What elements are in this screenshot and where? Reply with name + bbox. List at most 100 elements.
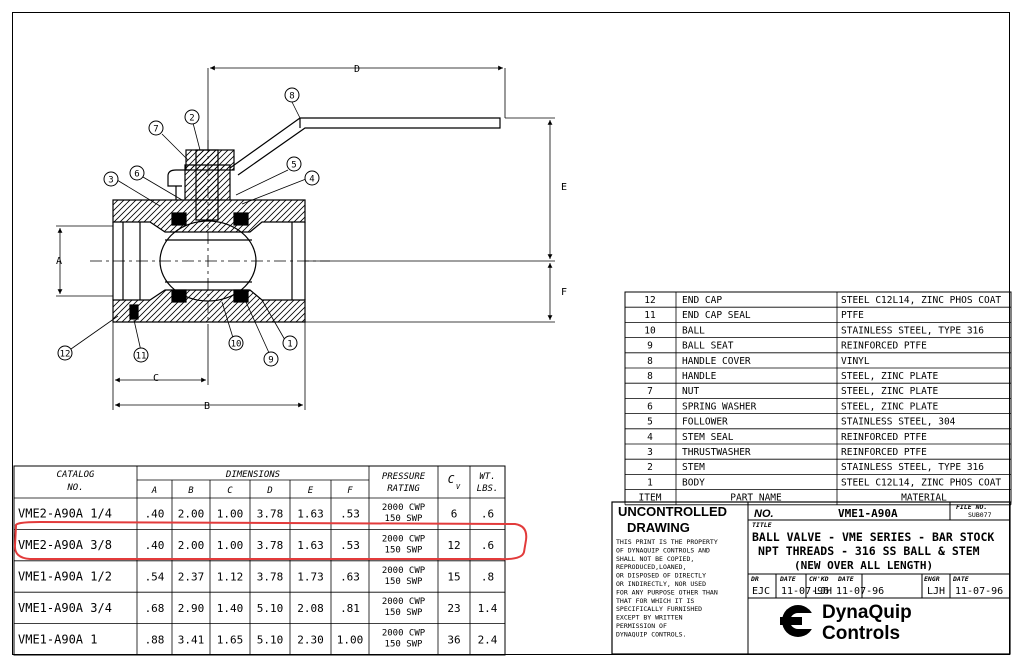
- date1-value: 11-07-96: [781, 586, 829, 597]
- balloon-7: 7: [148, 120, 164, 136]
- engr-value: LJH: [927, 586, 945, 597]
- dim-col-b: B: [188, 486, 194, 496]
- dim-letter-b: B: [204, 401, 210, 412]
- drawing-label: DRAWING: [627, 520, 690, 535]
- balloon-9: 9: [263, 351, 279, 367]
- catalog-no-header: NO.: [66, 483, 83, 493]
- header-item: ITEM: [639, 493, 662, 504]
- handle-lever: [229, 117, 501, 176]
- cv-subscript: V: [456, 483, 461, 491]
- dim-value-b: 3.41: [178, 633, 205, 646]
- weight-value: .6: [481, 508, 494, 521]
- weight-value: 1.4: [478, 602, 498, 615]
- part-name: FOLLOWER: [682, 417, 728, 428]
- part-item: 6: [647, 401, 653, 412]
- file-no-value: SUB077: [968, 511, 992, 519]
- part-material: VINYL: [841, 356, 870, 367]
- no-label: NO.: [754, 508, 774, 520]
- disclaimer-line: OF DYNAQUIP CONTROLS AND: [616, 546, 710, 554]
- dim-value-b: 2.37: [178, 571, 205, 584]
- pressure-swp: 150 SWP: [385, 545, 424, 555]
- disclaimer-line: DYNAQUIP CONTROLS.: [616, 630, 686, 638]
- part-material: STAINLESS STEEL, TYPE 316: [841, 325, 984, 336]
- pressure-swp: 150 SWP: [385, 514, 424, 524]
- part-material: STEEL, ZINC PLATE: [841, 386, 939, 397]
- disclaimer-line: SHALL NOT BE COPIED,: [616, 555, 694, 563]
- pressure-swp: 150 SWP: [385, 608, 424, 618]
- dim-value-d: 3.78: [257, 539, 284, 552]
- cv-value: 6: [451, 508, 458, 521]
- part-material: STEEL C12L14, ZINC PHOS COAT: [841, 477, 1001, 488]
- pressure-swp: 150 SWP: [385, 577, 424, 587]
- catalog-header: CATALOG: [57, 470, 96, 480]
- disclaimer-line: THAT FOR WHICH IT IS: [616, 597, 694, 605]
- disclaimer-line: EXCEPT BY WRITTEN: [616, 614, 683, 622]
- title-line-1: BALL VALVE - VME SERIES - BAR STOCK: [752, 530, 994, 544]
- dim-value-a: .40: [145, 539, 165, 552]
- chkd-label: CH'KD: [809, 575, 829, 583]
- catalog-number: VME2-A90A 1/4: [18, 507, 112, 521]
- uncontrolled-label: UNCONTROLLED: [618, 504, 727, 519]
- part-material: STEEL C12L14, ZINC PHOS COAT: [841, 295, 1001, 306]
- balloon-number: 8: [289, 92, 294, 102]
- dim-col-f: F: [347, 486, 353, 496]
- dim-value-c: 1.65: [217, 633, 244, 646]
- dimension-lines: [56, 65, 555, 410]
- balloon-6: 6: [129, 165, 145, 181]
- dim-letter-c: C: [153, 373, 159, 384]
- ball-seat-top-left: [171, 212, 187, 226]
- balloon-1: 1: [282, 335, 298, 351]
- title-block: UNCONTROLLED DRAWING THIS PRINT IS THE P…: [611, 501, 1011, 655]
- balloon-number: 4: [309, 175, 314, 185]
- date3-value: 11-07-96: [955, 586, 1003, 597]
- dr-label: DR: [750, 575, 759, 583]
- cv-header: C: [448, 473, 455, 486]
- part-item: 1: [647, 477, 653, 488]
- balloon-4: 4: [304, 170, 320, 186]
- pressure-cwp: 2000 CWP: [382, 597, 426, 607]
- weight-value: 2.4: [478, 633, 498, 646]
- title-line-3: (NEW OVER ALL LENGTH): [794, 559, 933, 572]
- ball-seat-bottom-right: [233, 289, 249, 303]
- part-name: BALL SEAT: [682, 341, 734, 352]
- part-item: 3: [647, 447, 653, 458]
- part-name: STEM SEAL: [682, 432, 734, 443]
- disclaimer-line: FOR ANY PURPOSE OTHER THAN: [616, 588, 718, 596]
- disclaimer-line: PERMISSION OF: [616, 622, 667, 630]
- part-item: 10: [644, 325, 656, 336]
- cv-value: 12: [447, 539, 460, 552]
- dim-value-b: 2.90: [178, 602, 205, 615]
- date2-value: 11-07-96: [836, 586, 884, 597]
- file-no-label: FILE NO.: [956, 503, 987, 511]
- balloon-number: 10: [231, 340, 242, 350]
- dim-value-f: .53: [340, 508, 360, 521]
- part-item: 7: [647, 386, 653, 397]
- part-material: REINFORCED PTFE: [841, 432, 927, 443]
- pressure-header: PRESSURE: [382, 472, 426, 482]
- dim-value-b: 2.00: [178, 539, 205, 552]
- balloon-number: 5: [291, 161, 296, 171]
- dim-letter-d: D: [354, 64, 360, 75]
- part-name: STEM: [682, 462, 705, 473]
- balloon-8: 8: [284, 87, 300, 103]
- dimensions-header: DIMENSIONS: [225, 470, 281, 480]
- catalog-number: VME1-A90A 1/2: [18, 570, 112, 584]
- ball-seat-bottom-left: [171, 289, 187, 303]
- dim-value-b: 2.00: [178, 508, 205, 521]
- part-name: HANDLE COVER: [682, 356, 751, 367]
- disclaimer-line: SPECIFICALLY FURNISHED: [616, 605, 702, 613]
- engr-label: ENGR: [924, 575, 940, 583]
- balloon-number: 6: [134, 170, 139, 180]
- balloon-number: 3: [108, 176, 113, 186]
- nut: [185, 149, 235, 171]
